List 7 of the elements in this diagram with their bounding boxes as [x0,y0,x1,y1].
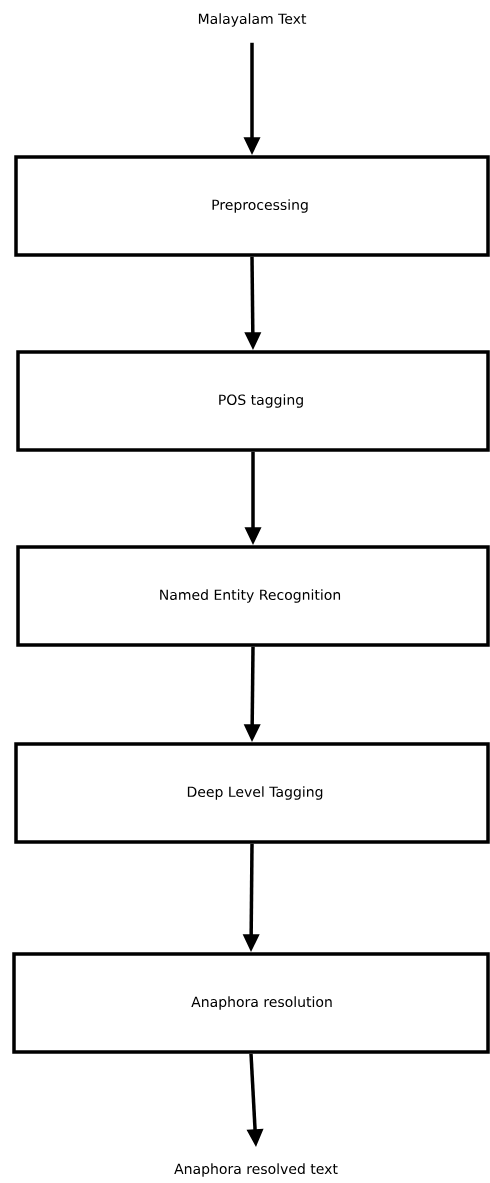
process-box: Deep Level Tagging [14,742,490,844]
process-box: Named Entity Recognition [16,545,490,647]
process-box: Preprocessing [14,155,490,257]
process-box: POS tagging [16,350,490,452]
input-label: Malayalam Text [198,13,307,27]
process-box: Anaphora resolution [12,952,490,1054]
output-label: Anaphora resolved text [174,1163,338,1177]
